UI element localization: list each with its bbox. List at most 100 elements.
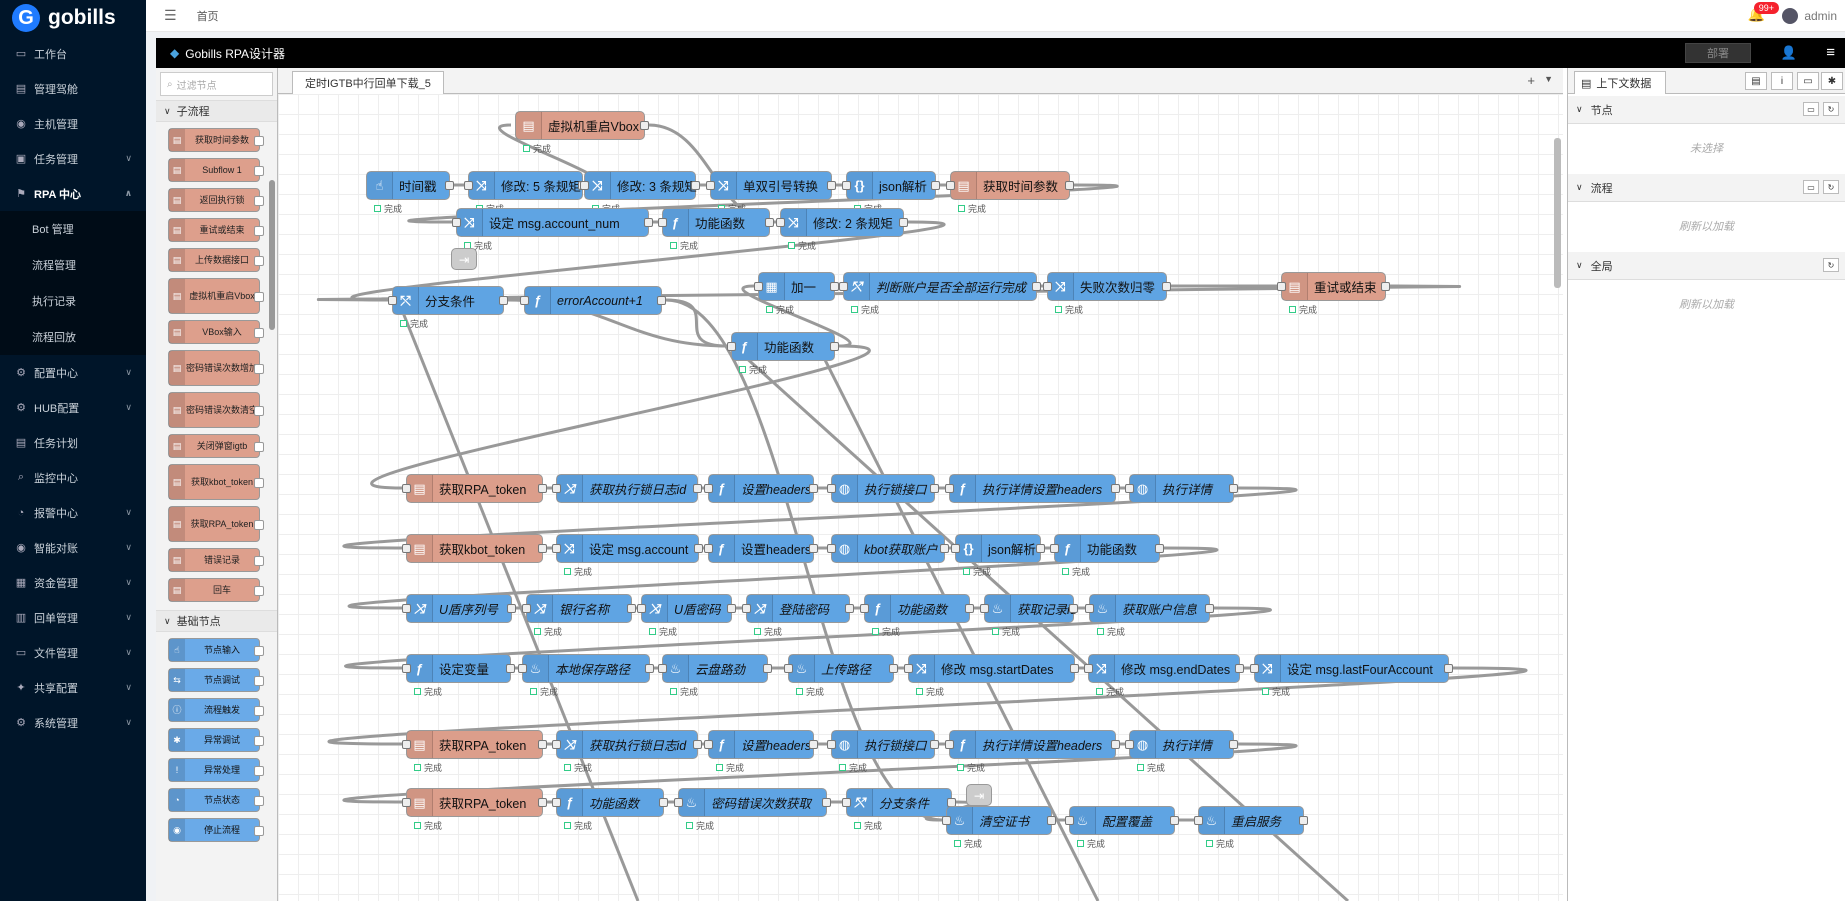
input-port[interactable]	[704, 740, 713, 749]
tab-context-data[interactable]: ▤ 上下文数据	[1574, 71, 1666, 94]
flow-node-n55[interactable]: ♨配置覆盖	[1065, 806, 1179, 835]
wire-50[interactable]	[342, 742, 1298, 804]
input-port[interactable]	[402, 664, 411, 673]
input-port[interactable]	[1084, 664, 1093, 673]
palette-subflow-node[interactable]: ▤获取RPA_token	[168, 506, 264, 542]
output-port[interactable]	[693, 484, 702, 493]
sidebar-item-15[interactable]: ⚙系统管理∨	[0, 705, 146, 740]
flow-node-n56[interactable]: ♨重启服务	[1194, 806, 1308, 835]
sidebar-item-3[interactable]: ▣任务管理∨	[0, 141, 146, 176]
filter-nodes-input[interactable]: ⌕ 过滤节点	[160, 72, 273, 96]
flow-node-n24[interactable]: ▤获取kbot_token	[402, 534, 547, 563]
bug-icon[interactable]: ✱	[1821, 72, 1843, 90]
sidebar-item-0[interactable]: ▭工作台	[0, 36, 146, 71]
input-port[interactable]	[827, 740, 836, 749]
output-port[interactable]	[845, 604, 854, 613]
breadcrumb-home[interactable]: 首页	[196, 10, 219, 23]
collapse-menu-icon[interactable]: ☰	[164, 7, 177, 23]
input-port[interactable]	[945, 740, 954, 749]
output-port[interactable]	[822, 798, 831, 807]
output-port[interactable]	[445, 181, 454, 190]
output-port[interactable]	[1299, 816, 1308, 825]
output-port[interactable]	[930, 484, 939, 493]
input-port[interactable]	[402, 740, 411, 749]
sidebar-item-11[interactable]: ▦资金管理∨	[0, 565, 146, 600]
flow-node-n7[interactable]: ▤获取时间参数	[946, 171, 1074, 200]
input-port[interactable]	[860, 604, 869, 613]
output-port[interactable]	[693, 740, 702, 749]
toggle-icon[interactable]: ▭	[1803, 180, 1819, 194]
input-port[interactable]	[674, 798, 683, 807]
wire-24[interactable]	[342, 486, 1298, 550]
input-port[interactable]	[704, 484, 713, 493]
wire-10[interactable]	[350, 220, 946, 302]
output-port[interactable]	[645, 664, 654, 673]
sidebar-item-14[interactable]: ✦共享配置∨	[0, 670, 146, 705]
output-port[interactable]	[809, 544, 818, 553]
flow-node-n33[interactable]: ⤨登陆密码	[742, 594, 854, 623]
user-menu[interactable]: admin	[1782, 8, 1837, 24]
palette-basic-node[interactable]: ⇆节点调试	[168, 668, 264, 692]
flow-node-n11[interactable]: ⤲分支条件	[388, 286, 508, 315]
canvas-scrollbar[interactable]	[1554, 138, 1561, 288]
info-icon[interactable]: i	[1771, 72, 1793, 90]
flow-node-n49[interactable]: ◍执行详情	[1125, 730, 1238, 759]
output-port[interactable]	[1205, 604, 1214, 613]
flow-node-n1[interactable]: ▤虚拟机重启Vbox	[515, 111, 649, 140]
input-port[interactable]	[1050, 544, 1059, 553]
section-header-0[interactable]: ∨节点▭↻	[1568, 96, 1845, 124]
output-port[interactable]	[1111, 740, 1120, 749]
input-port[interactable]	[518, 664, 527, 673]
junction-node[interactable]: ⇥	[451, 248, 477, 270]
output-port[interactable]	[1155, 544, 1164, 553]
refresh-icon[interactable]: ↻	[1823, 102, 1839, 116]
output-port[interactable]	[1047, 816, 1056, 825]
input-port[interactable]	[1277, 282, 1286, 291]
input-port[interactable]	[402, 604, 411, 613]
sidebar-item-6[interactable]: ⚙HUB配置∨	[0, 390, 146, 425]
flow-node-n41[interactable]: ⤨修改 msg.startDates	[904, 654, 1079, 683]
sidebar-item-1[interactable]: ▤管理驾舱	[0, 71, 146, 106]
category-subflow[interactable]: ∨ 子流程	[156, 100, 277, 122]
output-port[interactable]	[1235, 664, 1244, 673]
output-port[interactable]	[889, 664, 898, 673]
deploy-button[interactable]: 部署	[1685, 43, 1751, 63]
output-port[interactable]	[940, 544, 949, 553]
input-port[interactable]	[402, 798, 411, 807]
palette-subflow-node[interactable]: ▤VBox输入	[168, 320, 264, 344]
sidebar-item-9[interactable]: ◔报警中心∨	[0, 495, 146, 530]
wire-30[interactable]	[347, 546, 1219, 610]
palette-subflow-node[interactable]: ▤错误记录	[168, 548, 264, 572]
palette-basic-node[interactable]: ◉停止流程	[168, 818, 264, 842]
input-port[interactable]	[946, 181, 955, 190]
input-port[interactable]	[1250, 664, 1259, 673]
add-tab-icon[interactable]: +	[1527, 73, 1535, 88]
palette-subflow-node[interactable]: ▤密码错误次数增加	[168, 350, 264, 386]
input-port[interactable]	[522, 604, 531, 613]
flow-node-n32[interactable]: ⤨U盾密码	[637, 594, 736, 623]
output-port[interactable]	[627, 604, 636, 613]
input-port[interactable]	[1085, 604, 1094, 613]
wire-44[interactable]	[327, 666, 1528, 746]
input-port[interactable]	[1125, 740, 1134, 749]
flow-node-n35[interactable]: ♨获取记录id	[980, 594, 1078, 623]
input-port[interactable]	[784, 664, 793, 673]
flow-node-n27[interactable]: ◍kbot获取账户	[827, 534, 949, 563]
output-port[interactable]	[694, 544, 703, 553]
output-port[interactable]	[659, 798, 668, 807]
flow-node-n38[interactable]: ♨本地保存路径	[518, 654, 654, 683]
output-port[interactable]	[499, 296, 508, 305]
flow-node-n30[interactable]: ⤨U盾序列号	[402, 594, 516, 623]
output-port[interactable]	[538, 740, 547, 749]
input-port[interactable]	[637, 604, 646, 613]
input-port[interactable]	[904, 664, 913, 673]
flow-node-n44[interactable]: ▤获取RPA_token	[402, 730, 547, 759]
palette-subflow-node[interactable]: ▤返回执行锁	[168, 188, 264, 212]
input-port[interactable]	[827, 544, 836, 553]
